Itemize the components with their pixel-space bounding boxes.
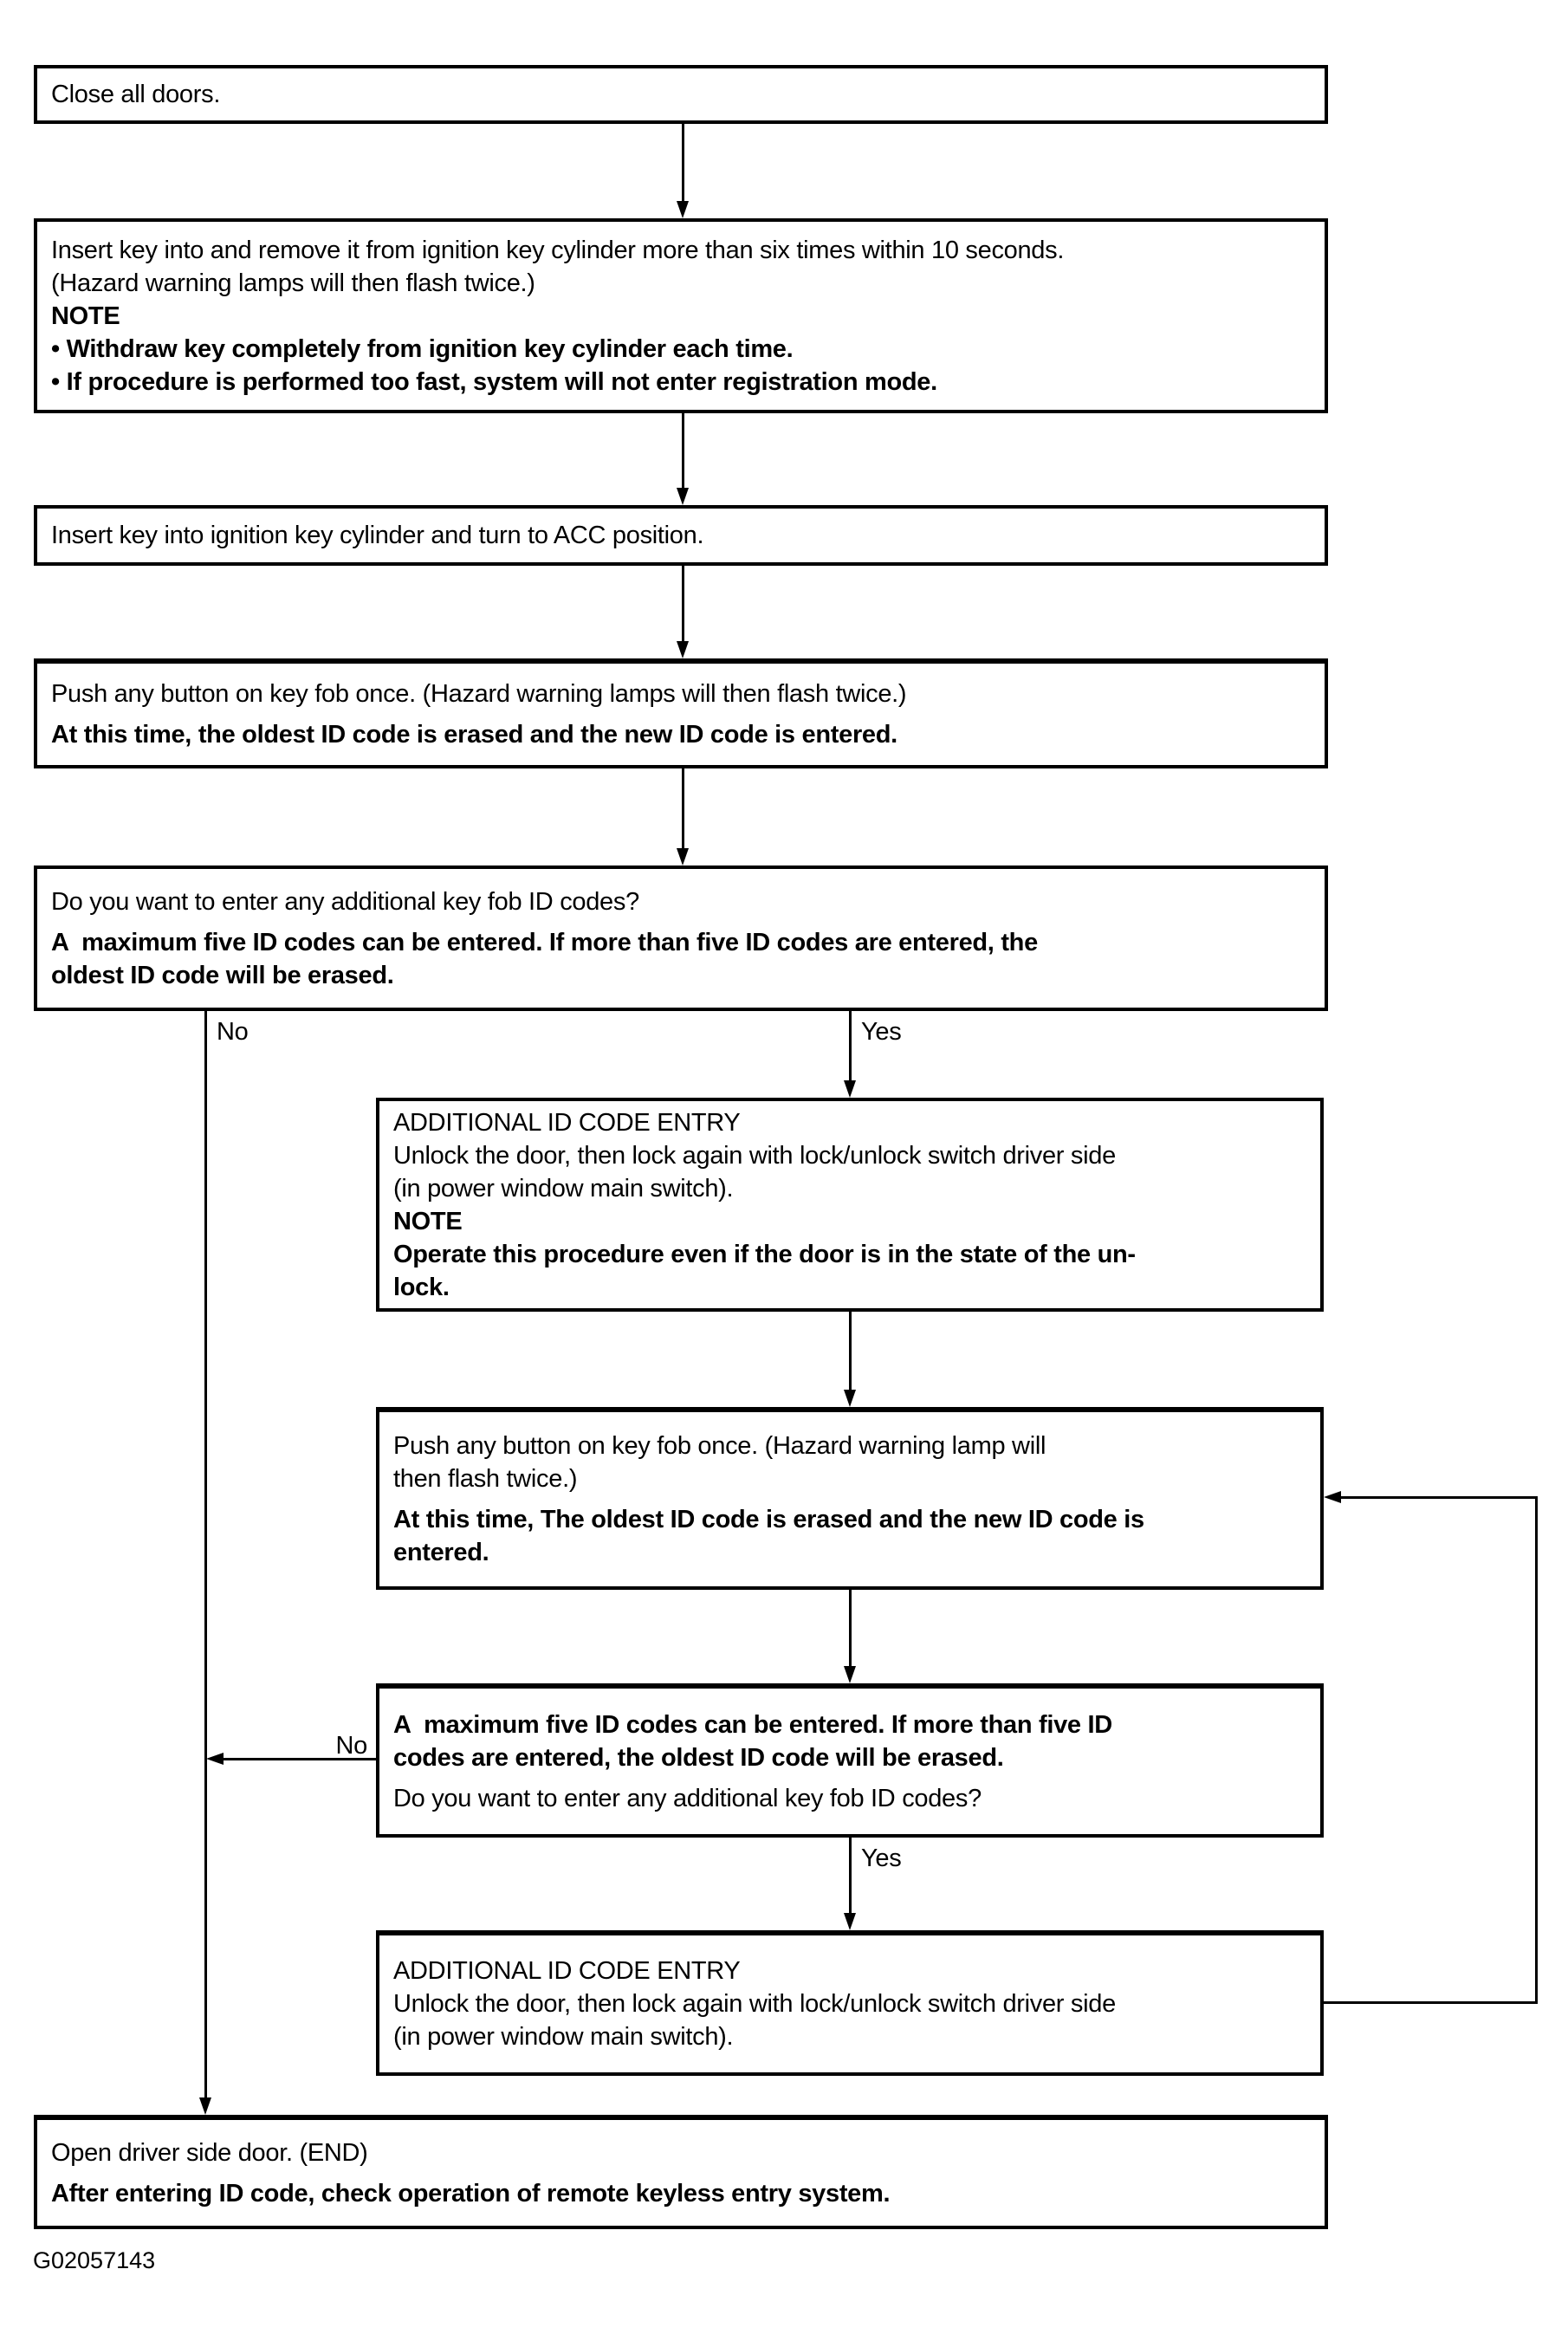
connector-entry1-push2: [849, 1312, 852, 1390]
step-text-line: Do you want to enter any additional key …: [393, 1784, 982, 1812]
branch-label-yes: Yes: [861, 1018, 902, 1046]
note-text-line: Operate this procedure even if the door …: [393, 1240, 1136, 1268]
flow-step-additional-code-question: Do you want to enter any additional key …: [34, 866, 1328, 1011]
flow-step-open-door-end: Open driver side door. (END) After enter…: [34, 2115, 1328, 2229]
arrow-down-icon: [199, 2097, 211, 2115]
note-text-line: lock.: [393, 1273, 450, 1301]
arrow-down-icon: [844, 1913, 856, 1930]
arrow-down-icon: [844, 1390, 856, 1407]
step-text-line: codes are entered, the oldest ID code wi…: [393, 1743, 1004, 1772]
connector-feedback-top: [1341, 1496, 1537, 1499]
flow-step-additional-id-entry-1: ADDITIONAL ID CODE ENTRY Unlock the door…: [376, 1098, 1324, 1312]
connector-yes2-branch: [849, 1838, 852, 1913]
connector-no-branch: [204, 1011, 207, 2097]
connector-feedback-bottom: [1324, 2001, 1538, 2004]
connector-step1-step2: [682, 124, 684, 201]
step-text-line: Close all doors.: [51, 81, 221, 108]
step-text-line: (in power window main switch).: [393, 1174, 734, 1203]
connector-step2-step3: [682, 413, 684, 488]
step-text-line: Unlock the door, then lock again with lo…: [393, 1141, 1116, 1170]
step-text-line: (Hazard warning lamps will then flash tw…: [51, 269, 535, 297]
step-text-line: Unlock the door, then lock again with lo…: [393, 1990, 1116, 2018]
arrow-down-icon: [844, 1666, 856, 1683]
branch-label-no: No: [217, 1018, 249, 1046]
step-text-line: A maximum five ID codes can be entered. …: [51, 928, 1038, 956]
flow-step-insert-remove-key: Insert key into and remove it from ignit…: [34, 218, 1328, 413]
connector-push2-question2: [849, 1590, 852, 1666]
figure-id: G02057143: [33, 2247, 156, 2273]
flow-step-push-button-first: Push any button on key fob once. (Hazard…: [34, 658, 1328, 768]
arrow-down-icon: [677, 488, 689, 505]
step-text-line: oldest ID code will be erased.: [51, 961, 394, 989]
connector-step4-step5: [682, 768, 684, 848]
arrow-left-icon: [1324, 1491, 1341, 1503]
connector-step3-step4: [682, 566, 684, 641]
branch-label-yes: Yes: [861, 1845, 902, 1872]
branch-label-no: No: [335, 1732, 368, 1760]
step-text-line: Insert key into and remove it from ignit…: [51, 236, 1065, 264]
step-text-line: A maximum five ID codes can be entered. …: [393, 1710, 1112, 1739]
step-title-line: ADDITIONAL ID CODE ENTRY: [393, 1957, 741, 1985]
step-text-line: Do you want to enter any additional key …: [51, 887, 639, 916]
flow-step-push-button-second: Push any button on key fob once. (Hazard…: [376, 1407, 1324, 1590]
connector-no2-branch: [224, 1758, 376, 1760]
step-text-line: (in power window main switch).: [393, 2023, 734, 2051]
flow-step-max-five-codes-question: A maximum five ID codes can be entered. …: [376, 1683, 1324, 1838]
note-heading: NOTE: [51, 301, 120, 330]
flow-step-close-doors: Close all doors.: [34, 65, 1328, 124]
connector-feedback-right: [1535, 1496, 1538, 2004]
arrow-down-icon: [677, 641, 689, 658]
step-title-line: ADDITIONAL ID CODE ENTRY: [393, 1108, 741, 1137]
note-bullet: • Withdraw key completely from ignition …: [51, 334, 794, 363]
flow-step-additional-id-entry-2: ADDITIONAL ID CODE ENTRY Unlock the door…: [376, 1930, 1324, 2076]
arrow-down-icon: [677, 201, 689, 218]
arrow-left-icon: [206, 1753, 224, 1765]
step-text-line: Push any button on key fob once. (Hazard…: [51, 680, 907, 708]
flow-step-insert-key-acc: Insert key into ignition key cylinder an…: [34, 505, 1328, 566]
arrow-down-icon: [844, 1080, 856, 1098]
connector-yes-branch: [849, 1011, 852, 1080]
note-heading: NOTE: [393, 1207, 463, 1235]
step-text-line: Open driver side door. (END): [51, 2138, 368, 2167]
step-text-line: then flash twice.): [393, 1465, 578, 1493]
step-text-line: entered.: [393, 1539, 489, 1566]
arrow-down-icon: [677, 848, 689, 866]
step-text-line: Push any button on key fob once. (Hazard…: [393, 1432, 1046, 1460]
step-text-line: At this time, the oldest ID code is eras…: [51, 721, 897, 749]
step-text-line: Insert key into ignition key cylinder an…: [51, 522, 704, 549]
step-text-line: At this time, The oldest ID code is eras…: [393, 1506, 1144, 1533]
note-bullet: • If procedure is performed too fast, sy…: [51, 367, 937, 396]
step-text-line: After entering ID code, check operation …: [51, 2179, 891, 2208]
